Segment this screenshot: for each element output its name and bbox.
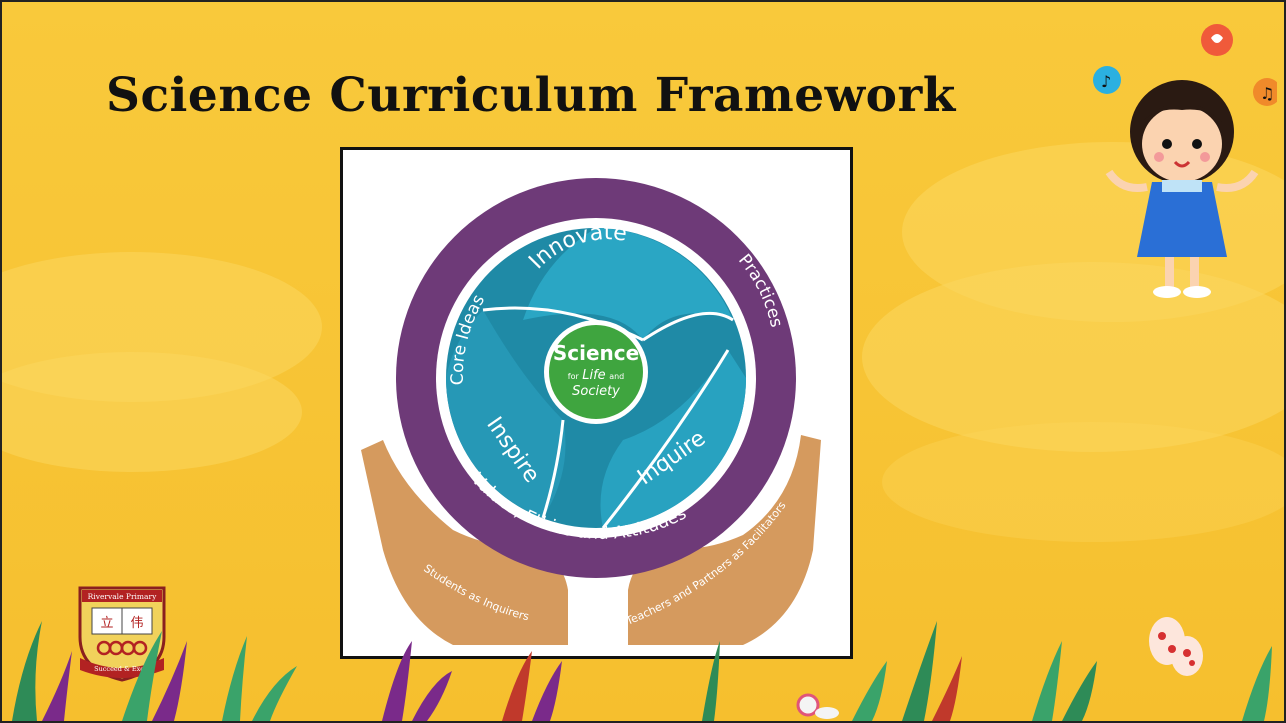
school-name-text: Rivervale Primary — [88, 592, 157, 601]
plants-decoration — [12, 617, 1272, 721]
cloud-decoration — [862, 262, 1284, 452]
left-hand-shape — [361, 440, 568, 645]
cloud-decoration — [2, 352, 302, 472]
swirl-inspire — [446, 310, 566, 518]
center-subtitle-line1: for Life and — [568, 368, 625, 383]
center-subtitle-line2: Society — [572, 384, 620, 399]
butterfly-icon — [1149, 617, 1203, 676]
girl-mascot-icon: ♪ ♫ — [1093, 24, 1277, 298]
music-note-icon — [1253, 78, 1277, 106]
school-char-2: 伟 — [130, 616, 143, 631]
svg-text:♫: ♫ — [1260, 84, 1274, 103]
page-title: Science Curriculum Framework — [106, 68, 956, 123]
plant-icon — [12, 621, 1272, 721]
cloud-decoration — [882, 422, 1284, 542]
school-char-1: 立 — [100, 616, 113, 631]
center-title: Science — [553, 341, 639, 365]
framework-graphic: Science for Life and Society Innovate In… — [361, 178, 821, 645]
swirl-innovate — [523, 228, 733, 340]
school-motto-text: Succeed & Excel — [94, 665, 150, 673]
right-hand-shape — [628, 435, 821, 645]
svg-text:♪: ♪ — [1101, 72, 1111, 91]
framework-diagram: Science for Life and Society Innovate In… — [340, 147, 853, 659]
snail-icon — [796, 693, 839, 719]
school-logo: Rivervale Primary 立 伟 Succeed & Excel — [78, 586, 166, 682]
music-note-icon — [1093, 66, 1121, 94]
